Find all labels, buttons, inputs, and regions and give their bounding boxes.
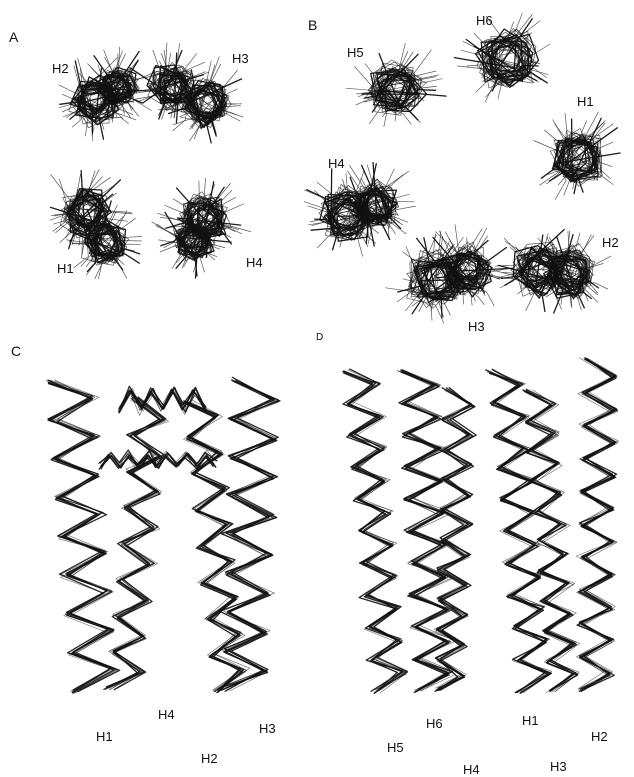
d-helix-h5-model: [343, 371, 398, 693]
b-helix-h6: [454, 14, 550, 103]
c-helix-h4: [104, 396, 169, 690]
c-helix-h2: [182, 400, 250, 693]
panel-c-label-h4: H4: [158, 708, 175, 721]
d-helix-h1: [486, 369, 552, 693]
panel-b-letter: B: [308, 18, 317, 32]
panel-a-label-h2: H2: [52, 62, 69, 75]
c-helix-h4-model: [105, 396, 162, 689]
c-helix-h3-model: [226, 380, 277, 690]
panel-a-label-h4: H4: [246, 256, 263, 269]
panel-d-letter: D: [316, 333, 323, 343]
panel-b: B H5 H6 H1 H4 H2 H3: [300, 0, 634, 330]
panel-b-label-h6: H6: [476, 14, 493, 27]
panel-d: D H6 H1 H2 H5 H4 H3: [310, 330, 634, 775]
d-helix-h5: [342, 369, 408, 693]
panel-a: A H2 H3 H1 H4: [0, 0, 300, 330]
panel-d-label-h1: H1: [522, 714, 539, 727]
panel-d-label-h4: H4: [463, 763, 480, 776]
d-helix-h1-model: [486, 370, 548, 693]
panel-d-label-h6: H6: [426, 717, 443, 730]
panel-b-label-h1: H1: [577, 95, 594, 108]
panel-d-traces: [310, 330, 634, 775]
panel-c-traces: [0, 340, 310, 775]
c-helix-h1: [46, 380, 120, 694]
d-helix-h2: [576, 358, 618, 692]
panel-a-traces: [0, 0, 300, 330]
c-helix-h4-model: [104, 399, 161, 690]
panel-a-label-h1: H1: [57, 262, 74, 275]
panel-c-letter: C: [11, 344, 21, 358]
panel-c-label-h1: H1: [96, 730, 113, 743]
c-helix-h4-model: [109, 400, 162, 687]
panel-c-label-h2: H2: [201, 752, 218, 765]
panel-a-label-h3: H3: [232, 52, 249, 65]
panel-c: C H4 H1 H3 H2: [0, 340, 310, 775]
d-helix-h5-model: [342, 371, 398, 690]
panel-d-label-h5: H5: [387, 741, 404, 754]
panel-a-letter: A: [9, 30, 18, 44]
panel-b-label-h2: H2: [602, 236, 619, 249]
panel-c-label-h3: H3: [259, 722, 276, 735]
c-helix-h4-model: [107, 398, 164, 688]
panel-d-label-h3: H3: [550, 760, 567, 773]
panel-d-label-h2: H2: [591, 730, 608, 743]
a-helix-h4b: [152, 202, 231, 278]
panel-b-label-h4: H4: [328, 157, 345, 170]
b-helix-h1: [534, 112, 621, 199]
panel-b-label-h5: H5: [347, 46, 364, 59]
c-helix-h4-model: [109, 399, 164, 690]
